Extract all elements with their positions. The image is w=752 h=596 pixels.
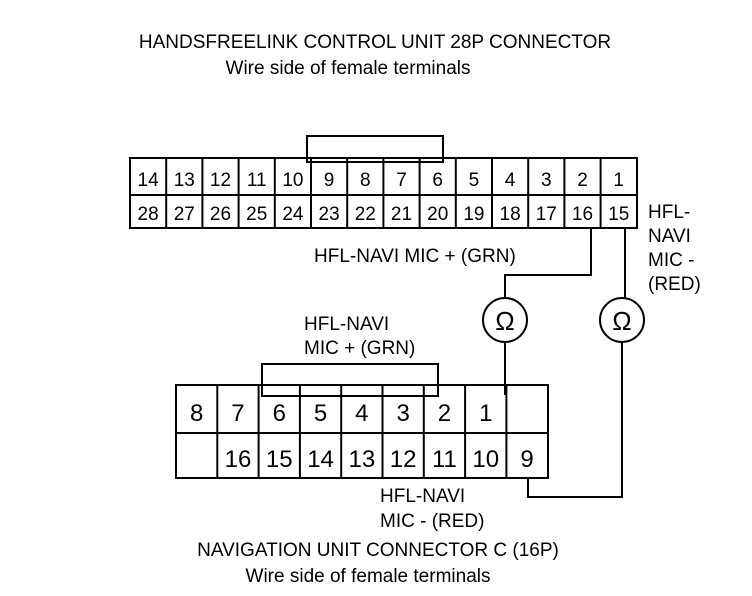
top-connector-title: HANDSFREELINK CONTROL UNIT 28P CONNECTOR	[139, 32, 611, 53]
pin-28p-row2: 25	[246, 204, 267, 225]
connector-16p: 8 7 6 5 4 3 2 1 16 15 14 13 12 11 10 9	[175, 363, 549, 479]
pin-28p-row1: 10	[282, 170, 303, 191]
pin-16p-row1: 3	[396, 400, 409, 427]
pin-28p-row1: 6	[432, 170, 443, 191]
pin-16p-row2: 12	[390, 446, 417, 473]
label-mic-plus-mid-1: HFL-NAVI	[304, 314, 389, 335]
pin-16p-row2: 13	[348, 446, 375, 473]
pin-16p-row2: 14	[307, 446, 334, 473]
top-connector-subtitle: Wire side of female terminals	[226, 58, 471, 79]
pin-28p-row2: 17	[536, 204, 557, 225]
pin-28p-row2: 19	[463, 204, 484, 225]
connector-28p-outline	[129, 157, 638, 229]
connector-16p-latch	[261, 363, 439, 397]
wire-mic-plus-top	[504, 228, 592, 297]
ohm-icon: Ω	[495, 306, 514, 336]
pin-16p-row2: 10	[472, 446, 499, 473]
pin-16p-row1: 2	[438, 400, 451, 427]
pin-28p-row1: 1	[613, 170, 624, 191]
bottom-connector-title: NAVIGATION UNIT CONNECTOR C (16P)	[197, 540, 559, 561]
pin-28p-row2: 15	[608, 204, 629, 225]
pin-16p-row2: 11	[432, 446, 457, 473]
pin-28p-row2: 18	[500, 204, 521, 225]
pin-16p-row1: 7	[231, 400, 244, 427]
pin-16p-row1: 5	[314, 400, 327, 427]
pin-28p-row2: 26	[210, 204, 231, 225]
connector-16p-outline	[175, 384, 549, 479]
pin-28p-row2: 20	[427, 204, 448, 225]
ohmmeter-mic-minus: Ω	[599, 297, 645, 343]
pin-28p-row2: 24	[282, 204, 304, 225]
pin-28p-row2: 27	[174, 204, 195, 225]
pin-28p-row1: 8	[360, 170, 371, 191]
label-mic-minus-right-3: MIC -	[648, 250, 694, 271]
label-mic-minus-bottom-1: HFL-NAVI	[380, 486, 465, 507]
wire-mic-minus-bottom	[527, 342, 623, 498]
label-mic-minus-right-4: (RED)	[648, 274, 701, 295]
ohm-icon: Ω	[612, 306, 631, 336]
ohmmeter-mic-plus: Ω	[482, 297, 528, 343]
label-mic-minus-bottom-2: MIC - (RED)	[380, 511, 484, 532]
pin-28p-row2: 16	[572, 204, 593, 225]
label-mic-plus-top: HFL-NAVI MIC + (GRN)	[314, 246, 516, 267]
pin-16p-row2: 16	[225, 446, 252, 473]
pin-16p-row1: 4	[355, 400, 368, 427]
pin-28p-row1: 13	[174, 170, 195, 191]
pin-16p-row2: 9	[520, 446, 533, 473]
pin-28p-row1: 11	[247, 170, 267, 191]
pin-16p-row1: 1	[479, 400, 492, 427]
pin-28p-row1: 3	[541, 170, 552, 191]
label-mic-minus-right-1: HFL-	[648, 202, 690, 223]
pin-28p-row1: 14	[138, 170, 160, 191]
label-mic-minus-right-2: NAVI	[648, 226, 691, 247]
pin-28p-row1: 2	[577, 170, 588, 191]
pin-16p-row1: 8	[190, 400, 203, 427]
pin-28p-row2: 28	[138, 204, 159, 225]
label-mic-plus-mid-2: MIC + (GRN)	[304, 338, 415, 359]
pin-28p-row2: 23	[319, 204, 340, 225]
pin-28p-row1: 4	[505, 170, 516, 191]
pin-16p-row2: 15	[266, 446, 293, 473]
pin-16p-row1: 6	[273, 400, 286, 427]
pin-28p-row2: 22	[355, 204, 376, 225]
pin-28p-row1: 5	[469, 170, 480, 191]
bottom-connector-subtitle: Wire side of female terminals	[246, 566, 491, 587]
pin-28p-row1: 12	[210, 170, 231, 191]
pin-28p-row1: 7	[396, 170, 407, 191]
pin-28p-row2: 21	[391, 204, 412, 225]
pin-28p-row1: 9	[324, 170, 335, 191]
